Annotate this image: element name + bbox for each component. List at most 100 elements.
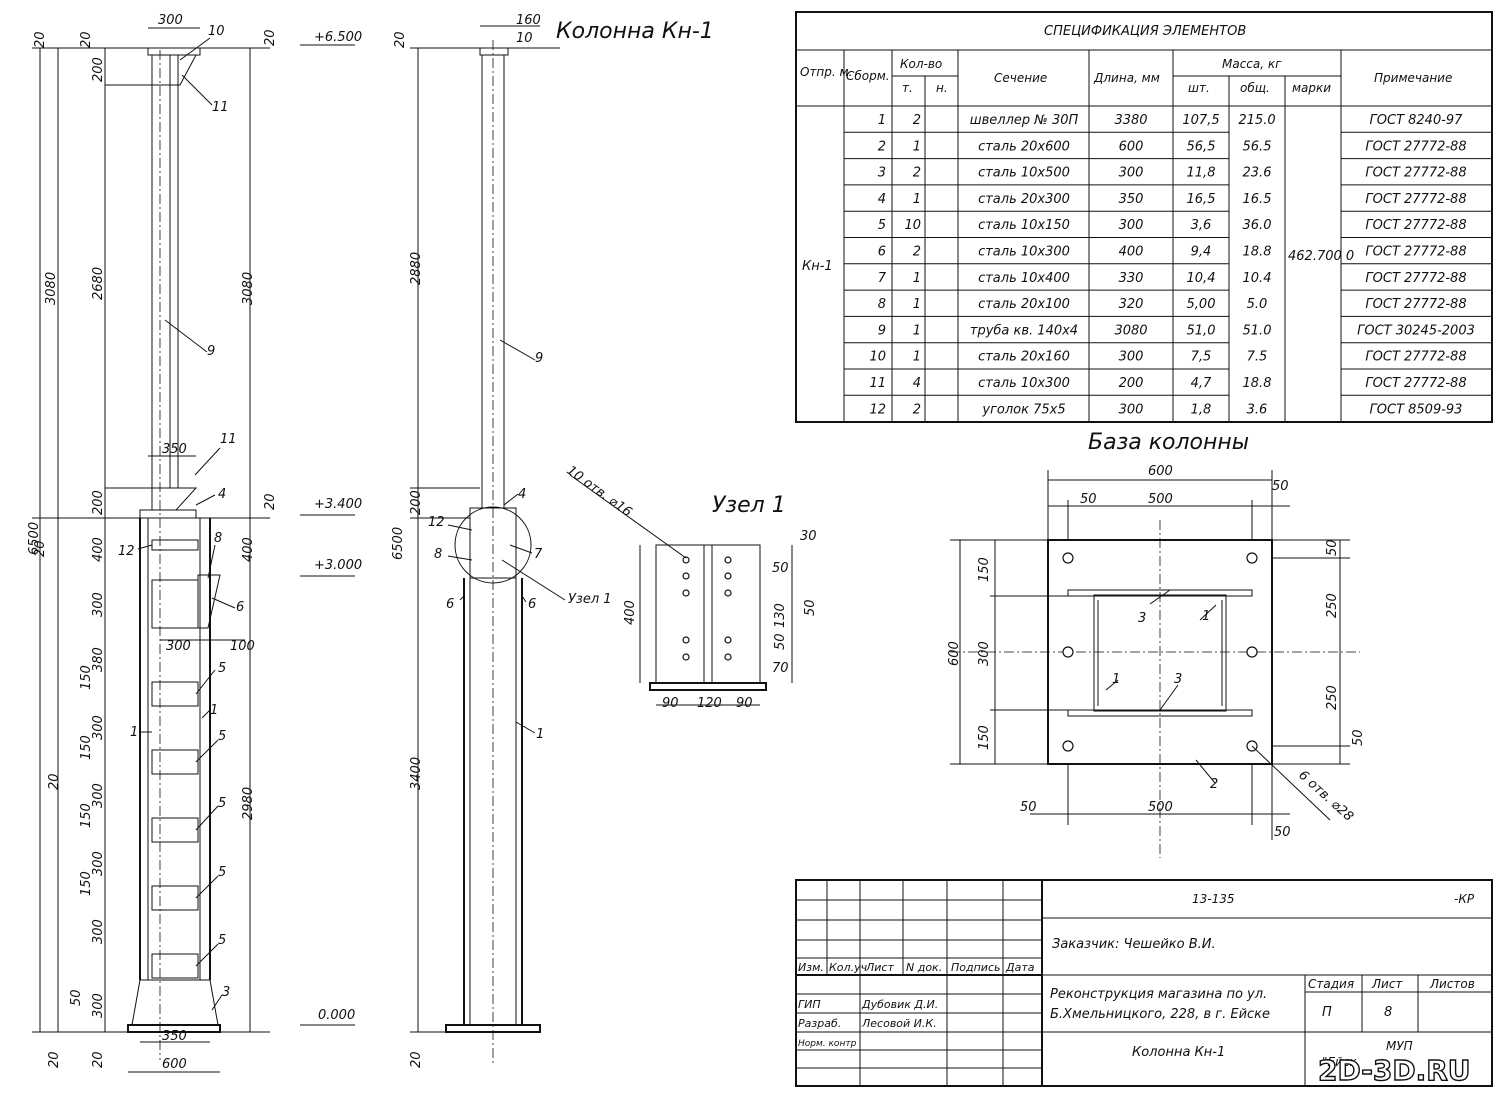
tb-col-header: Подпись bbox=[951, 961, 1000, 974]
spec-cell-note: ГОСТ 8240-97 bbox=[1370, 113, 1464, 128]
spec-cell-total: 18.8 bbox=[1243, 245, 1272, 260]
base-callout-3b: 3 bbox=[1174, 672, 1182, 687]
spec-cell-n: 11 bbox=[869, 376, 886, 391]
spec-cell-n: 9 bbox=[878, 323, 886, 338]
spec-cell-unit: 5,00 bbox=[1187, 297, 1216, 312]
spec-cell-unit: 9,4 bbox=[1191, 245, 1212, 260]
tb-code-suffix: -КР bbox=[1454, 892, 1475, 906]
dim-300-a: 300 bbox=[91, 592, 106, 617]
spec-cell-total: 3.6 bbox=[1247, 402, 1268, 417]
dim-2980: 2980 bbox=[241, 787, 256, 820]
base-dim-50b: 50 bbox=[1272, 479, 1289, 494]
fv-callout-1a: 1 bbox=[130, 725, 138, 740]
spec-cell-note: ГОСТ 27772-88 bbox=[1365, 297, 1466, 312]
spec-h-mass: Масса, кг bbox=[1222, 57, 1282, 71]
fv-callout-12: 12 bbox=[118, 544, 135, 559]
node-holes-note: 10 отв. ⌀16 bbox=[564, 463, 635, 520]
tb-stage-h: Стадия bbox=[1308, 977, 1354, 991]
spec-cell-unit: 3,6 bbox=[1191, 218, 1212, 233]
spec-h-obsh: общ. bbox=[1240, 81, 1270, 95]
dim-350-mid: 350 bbox=[162, 442, 187, 457]
elev-3000: +3.000 bbox=[314, 558, 362, 573]
side-view-labels: 160 10 20 2880 200 6500 3400 20 9 4 12 8… bbox=[391, 13, 612, 1068]
sv-dim-10: 10 bbox=[516, 31, 533, 46]
spec-cell-length: 330 bbox=[1119, 271, 1144, 286]
front-view-labels: 300 350 300 100 350 600 20 3080 20 6500 … bbox=[27, 13, 362, 1072]
fv-callout-6: 6 bbox=[236, 600, 244, 615]
spec-cell-unit: 56,5 bbox=[1187, 139, 1216, 154]
sv-callout-1: 1 bbox=[536, 727, 544, 742]
spec-cell-unit: 16,5 bbox=[1187, 192, 1216, 207]
dim-150-d: 150 bbox=[79, 871, 94, 896]
spec-cell-total: 5.0 bbox=[1247, 297, 1268, 312]
fv-callout-3: 3 bbox=[222, 985, 230, 1000]
spec-cell-unit: 11,8 bbox=[1187, 166, 1216, 181]
spec-cell-note: ГОСТ 27772-88 bbox=[1365, 166, 1466, 181]
spec-cell-n: 3 bbox=[878, 166, 886, 181]
front-view-dim-lines bbox=[32, 27, 355, 1073]
fv-callout-5e: 5 bbox=[218, 933, 226, 948]
spec-cell-section: сталь 20х160 bbox=[978, 350, 1070, 365]
node-dim-90b: 90 bbox=[736, 696, 753, 711]
spec-cell-length: 400 bbox=[1119, 245, 1144, 260]
spec-cell-unit: 51,0 bbox=[1187, 323, 1216, 338]
spec-cell-t: 1 bbox=[913, 271, 921, 286]
spec-cell-section: уголок 75х5 bbox=[981, 402, 1065, 417]
spec-cell-note: ГОСТ 27772-88 bbox=[1365, 376, 1466, 391]
spec-cell-length: 300 bbox=[1119, 218, 1144, 233]
spec-h-note: Примечание bbox=[1374, 71, 1452, 85]
spec-cell-t: 10 bbox=[904, 218, 921, 233]
base-dim-50a: 50 bbox=[1080, 492, 1097, 507]
fv-callout-4: 4 bbox=[218, 487, 226, 502]
spec-cell-t: 2 bbox=[913, 166, 921, 181]
base-dim-500b: 500 bbox=[1148, 800, 1173, 815]
fv-callout-5b: 5 bbox=[218, 729, 226, 744]
sv-dim-3400: 3400 bbox=[409, 757, 424, 790]
spec-cell-length: 320 bbox=[1119, 297, 1144, 312]
sv-dim-200: 200 bbox=[409, 490, 424, 515]
base-dim-150b: 150 bbox=[977, 725, 992, 750]
spec-cell-n: 10 bbox=[869, 350, 886, 365]
base-dim-50c: 50 bbox=[1325, 539, 1340, 556]
sv-dim-160: 160 bbox=[516, 13, 541, 28]
spec-h-sborm: Сборм. bbox=[846, 69, 890, 83]
spec-cell-note: ГОСТ 27772-88 bbox=[1365, 245, 1466, 260]
spec-h-sht: шт. bbox=[1188, 81, 1210, 95]
base-plan bbox=[950, 470, 1360, 858]
spec-cell-length: 200 bbox=[1119, 376, 1144, 391]
spec-cell-length: 300 bbox=[1119, 166, 1144, 181]
spec-cell-note: ГОСТ 27772-88 bbox=[1365, 218, 1466, 233]
spec-cell-n: 6 bbox=[878, 245, 886, 260]
dim-400-a: 400 bbox=[91, 537, 106, 562]
fv-callout-11b: 11 bbox=[220, 432, 237, 447]
base-dim-250a: 250 bbox=[1325, 593, 1340, 618]
dim-20-r1: 20 bbox=[263, 29, 278, 46]
spec-h-kolvo: Кол-во bbox=[900, 57, 942, 71]
tb-sheet-title: Колонна Кн-1 bbox=[1132, 1045, 1225, 1060]
sv-dim-6500: 6500 bbox=[391, 527, 406, 560]
spec-mark: Кн-1 bbox=[802, 259, 833, 274]
tb-person-name: Лесовой И.К. bbox=[861, 1017, 937, 1030]
base-dim-250b: 250 bbox=[1325, 685, 1340, 710]
spec-h-marki: марки bbox=[1292, 81, 1331, 95]
tb-sheet-h: Лист bbox=[1371, 977, 1403, 991]
dim-300-top: 300 bbox=[158, 13, 183, 28]
fv-callout-1b: 1 bbox=[210, 703, 218, 718]
base-callout-1a: 1 bbox=[1202, 609, 1210, 624]
spec-cell-t: 2 bbox=[913, 245, 921, 260]
sv-callout-12: 12 bbox=[428, 515, 445, 530]
node-dim-50a: 50 bbox=[772, 561, 789, 576]
spec-cell-t: 2 bbox=[913, 113, 921, 128]
spec-cell-unit: 10,4 bbox=[1187, 271, 1216, 286]
dim-20-r2: 20 bbox=[263, 493, 278, 510]
spec-cell-section: сталь 10х300 bbox=[978, 376, 1070, 391]
base-callout-1b: 1 bbox=[1112, 672, 1120, 687]
sv-callout-9: 9 bbox=[535, 351, 543, 366]
tb-role: Норм. контр bbox=[798, 1039, 857, 1049]
dim-300-c: 300 bbox=[91, 783, 106, 808]
spec-cell-total: 10.4 bbox=[1243, 271, 1272, 286]
spec-mark-mass: 462.700 0 bbox=[1288, 249, 1354, 264]
spec-cell-n: 12 bbox=[869, 402, 886, 417]
dim-200-b: 200 bbox=[91, 490, 106, 515]
tb-stage: П bbox=[1322, 1005, 1332, 1020]
